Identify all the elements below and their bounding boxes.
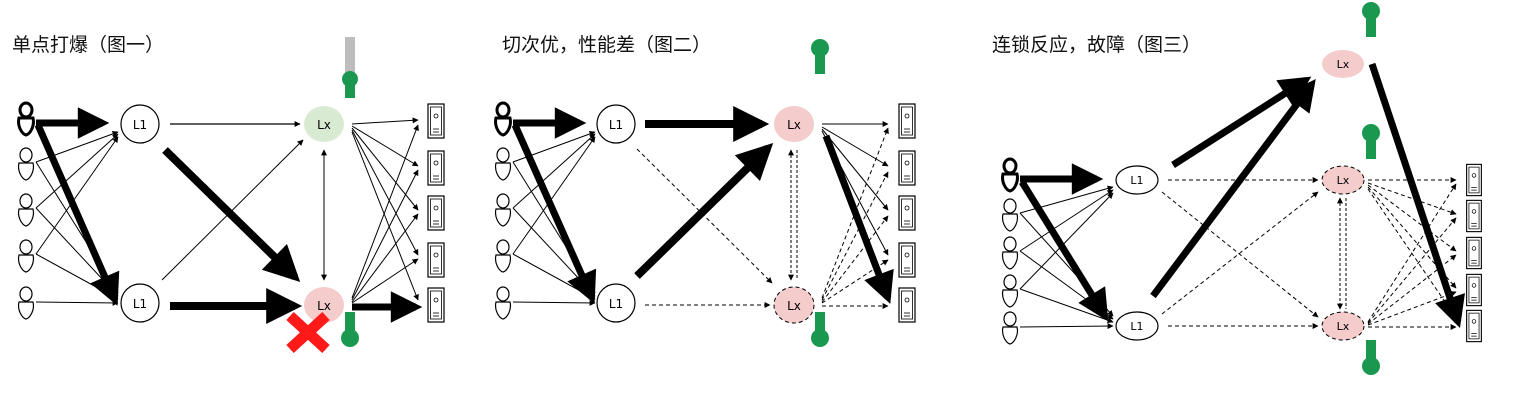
lx-to-server-links — [351, 117, 423, 323]
figure-3-title: 连锁反应，故障（图三） — [992, 34, 1202, 56]
svg-text:L1: L1 — [133, 118, 147, 132]
user-icon — [1001, 157, 1019, 193]
probe-pin-icon — [341, 312, 359, 347]
user-to-l1-links — [1019, 163, 1114, 330]
l1-node: L1 — [596, 104, 636, 144]
user-icon — [17, 147, 35, 181]
lx-sync-link — [788, 149, 798, 281]
server-icon — [1466, 236, 1482, 270]
l1-to-lx-links — [634, 106, 774, 308]
figure-2-title: 切次优，性能差（图二） — [502, 34, 712, 56]
user-icon — [1001, 198, 1019, 232]
l1-node: L1 — [596, 283, 636, 323]
server-icon — [898, 287, 916, 323]
lx-to-server-links — [1367, 62, 1465, 330]
user-icon — [494, 286, 512, 320]
figure-3: L1 L1 Lx Lx Lx — [1001, 2, 1482, 375]
server-icon — [427, 103, 445, 139]
user-icon — [17, 286, 35, 320]
l1-node: L1 — [1115, 165, 1159, 195]
user-icon — [17, 193, 35, 227]
server-icon — [1466, 163, 1482, 197]
svg-text:Lx: Lx — [1337, 174, 1350, 187]
svg-text:Lx: Lx — [787, 299, 801, 313]
figure-1: L1 L1 Lx Lx — [17, 37, 445, 354]
figure-2: L1 L1 Lx Lx — [494, 39, 916, 347]
lx-node: Lx — [304, 287, 344, 323]
lx-sync-link — [1337, 197, 1347, 310]
svg-text:L1: L1 — [609, 297, 623, 311]
user-icon — [1001, 311, 1019, 345]
svg-text:Lx: Lx — [317, 299, 331, 313]
svg-text:Lx: Lx — [317, 118, 331, 132]
lx-node: Lx — [1321, 165, 1365, 195]
server-icon — [898, 103, 916, 139]
lx-node: Lx — [773, 286, 815, 324]
user-to-l1-links — [34, 107, 120, 306]
server-icon — [898, 150, 916, 186]
fail-cross-icon — [286, 311, 330, 354]
l1-node: L1 — [120, 104, 160, 144]
server-icon — [1466, 273, 1482, 307]
user-icon — [1001, 236, 1019, 270]
probe-pin-icon — [811, 39, 829, 74]
svg-text:L1: L1 — [609, 118, 623, 132]
l1-to-lx-links — [1150, 76, 1319, 329]
svg-text:Lx: Lx — [787, 118, 801, 132]
probe-pin-icon — [1362, 2, 1380, 37]
lx-node: Lx — [774, 106, 814, 142]
server-icon — [427, 242, 445, 278]
probe-pin-icon — [342, 37, 358, 98]
server-icon — [427, 150, 445, 186]
user-icon — [17, 239, 35, 273]
user-icon — [1001, 274, 1019, 308]
l1-node: L1 — [120, 283, 160, 323]
svg-text:L1: L1 — [1130, 320, 1143, 333]
svg-text:Lx: Lx — [1337, 320, 1350, 333]
server-icon — [898, 195, 916, 231]
probe-pin-icon — [811, 312, 829, 347]
svg-text:L1: L1 — [133, 297, 147, 311]
probe-pin-icon — [1362, 124, 1380, 159]
user-icon — [494, 239, 512, 273]
figure-1-title: 单点打爆（图一） — [12, 34, 165, 56]
server-icon — [1466, 199, 1482, 233]
user-icon — [494, 101, 512, 137]
user-icon — [494, 193, 512, 227]
lx-node: Lx — [1322, 50, 1364, 78]
server-icon — [898, 242, 916, 278]
user-icon — [17, 101, 35, 137]
lx-to-server-links — [821, 121, 894, 309]
lx-node: Lx — [1321, 311, 1365, 341]
svg-text:L1: L1 — [1130, 174, 1143, 187]
lx-node: Lx — [304, 106, 344, 142]
l1-to-lx-links — [161, 121, 304, 324]
probe-pin-icon — [1362, 340, 1380, 375]
svg-text:Lx: Lx — [1337, 58, 1350, 71]
server-icon — [1466, 309, 1482, 343]
server-icon — [427, 287, 445, 323]
user-to-l1-links — [511, 107, 597, 306]
user-icon — [494, 147, 512, 181]
server-icon — [427, 195, 445, 231]
l1-node: L1 — [1115, 311, 1159, 341]
